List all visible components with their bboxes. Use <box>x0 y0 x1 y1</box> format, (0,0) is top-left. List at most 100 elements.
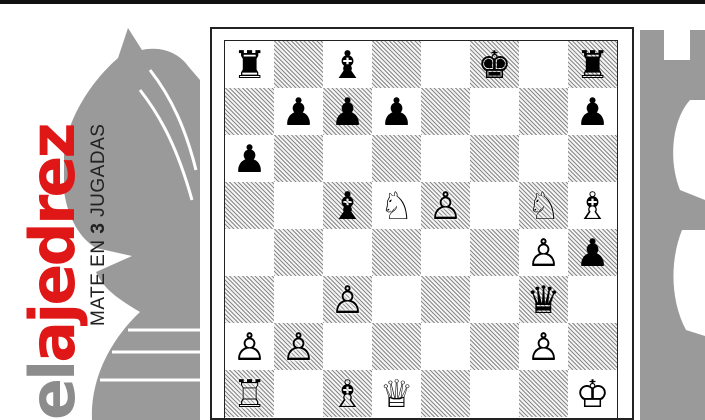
white-pawn-icon[interactable]: ♙ <box>281 328 315 366</box>
square-d1[interactable]: ♕ <box>372 370 421 417</box>
square-c5[interactable]: ♝ <box>323 182 372 229</box>
board-container: ♜ ♝ ♚ ♜ ♟ ♟ ♟ ♟ ♟ ♝ ♘ ♙ ♘ ♗ ♙ ♟ ♙ ♛ ♙ ♙ ♙ ♖ ♗ ♕ ♔ <box>224 40 618 420</box>
white-king-icon[interactable]: ♔ <box>575 375 609 413</box>
subtitle-post: JUGADAS <box>88 124 109 223</box>
white-pawn-icon[interactable]: ♙ <box>428 187 462 225</box>
white-bishop-icon[interactable]: ♗ <box>330 375 364 413</box>
black-pawn-icon[interactable]: ♟ <box>330 93 364 131</box>
square-e7[interactable] <box>421 88 470 135</box>
square-b1[interactable] <box>274 370 323 417</box>
black-queen-icon[interactable]: ♛ <box>526 281 560 319</box>
square-f6[interactable] <box>470 135 519 182</box>
black-pawn-icon[interactable]: ♟ <box>379 93 413 131</box>
square-h5[interactable]: ♗ <box>568 182 617 229</box>
square-a8[interactable]: ♜ <box>225 41 274 88</box>
square-c6[interactable] <box>323 135 372 182</box>
square-h3[interactable] <box>568 276 617 323</box>
square-e2[interactable] <box>421 323 470 370</box>
square-e3[interactable] <box>421 276 470 323</box>
black-pawn-icon[interactable]: ♟ <box>575 234 609 272</box>
square-f3[interactable] <box>470 276 519 323</box>
black-rook-icon[interactable]: ♜ <box>232 46 266 84</box>
square-g7[interactable] <box>519 88 568 135</box>
square-h7[interactable]: ♟ <box>568 88 617 135</box>
square-a1[interactable]: ♖ <box>225 370 274 417</box>
square-f5[interactable] <box>470 182 519 229</box>
square-g3[interactable]: ♛ <box>519 276 568 323</box>
square-a2[interactable]: ♙ <box>225 323 274 370</box>
square-b5[interactable] <box>274 182 323 229</box>
square-b4[interactable] <box>274 229 323 276</box>
square-d8[interactable] <box>372 41 421 88</box>
square-c7[interactable]: ♟ <box>323 88 372 135</box>
square-a3[interactable] <box>225 276 274 323</box>
black-pawn-icon[interactable]: ♟ <box>281 93 315 131</box>
white-pawn-icon[interactable]: ♙ <box>330 281 364 319</box>
brand-vertical: elajedrez MATE EN 3 JUGADAS <box>0 0 120 420</box>
black-bishop-icon[interactable]: ♝ <box>330 46 364 84</box>
square-b6[interactable] <box>274 135 323 182</box>
subtitle-pre: MATE EN <box>88 234 109 326</box>
square-d5[interactable]: ♘ <box>372 182 421 229</box>
square-c3[interactable]: ♙ <box>323 276 372 323</box>
square-f7[interactable] <box>470 88 519 135</box>
black-bishop-icon[interactable]: ♝ <box>330 187 364 225</box>
square-b7[interactable]: ♟ <box>274 88 323 135</box>
square-a5[interactable] <box>225 182 274 229</box>
square-c1[interactable]: ♗ <box>323 370 372 417</box>
white-knight-icon[interactable]: ♘ <box>379 187 413 225</box>
square-d6[interactable] <box>372 135 421 182</box>
brand-title: elajedrez <box>22 125 84 420</box>
square-d3[interactable] <box>372 276 421 323</box>
square-f2[interactable] <box>470 323 519 370</box>
brand-prefix: el <box>16 363 89 420</box>
square-g8[interactable] <box>519 41 568 88</box>
subtitle-number: 3 <box>88 223 109 234</box>
square-c8[interactable]: ♝ <box>323 41 372 88</box>
square-b8[interactable] <box>274 41 323 88</box>
square-e4[interactable] <box>421 229 470 276</box>
square-c4[interactable] <box>323 229 372 276</box>
black-king-icon[interactable]: ♚ <box>477 46 511 84</box>
square-a7[interactable] <box>225 88 274 135</box>
square-h2[interactable] <box>568 323 617 370</box>
square-c2[interactable] <box>323 323 372 370</box>
square-g4[interactable]: ♙ <box>519 229 568 276</box>
square-e5[interactable]: ♙ <box>421 182 470 229</box>
square-h4[interactable]: ♟ <box>568 229 617 276</box>
square-h1[interactable]: ♔ <box>568 370 617 417</box>
brand-word: ajedrez <box>16 125 89 362</box>
black-pawn-icon[interactable]: ♟ <box>575 93 609 131</box>
square-h6[interactable] <box>568 135 617 182</box>
square-g2[interactable]: ♙ <box>519 323 568 370</box>
square-d4[interactable] <box>372 229 421 276</box>
square-a4[interactable] <box>225 229 274 276</box>
square-d2[interactable] <box>372 323 421 370</box>
square-d7[interactable]: ♟ <box>372 88 421 135</box>
brand-subtitle: MATE EN 3 JUGADAS <box>88 124 110 326</box>
square-f4[interactable] <box>470 229 519 276</box>
square-b2[interactable]: ♙ <box>274 323 323 370</box>
rook-silhouette-icon <box>640 30 705 420</box>
white-pawn-icon[interactable]: ♙ <box>526 234 560 272</box>
white-pawn-icon[interactable]: ♙ <box>526 328 560 366</box>
square-a6[interactable]: ♟ <box>225 135 274 182</box>
square-e1[interactable] <box>421 370 470 417</box>
white-rook-icon[interactable]: ♖ <box>232 375 266 413</box>
square-e8[interactable] <box>421 41 470 88</box>
black-pawn-icon[interactable]: ♟ <box>232 140 266 178</box>
square-e6[interactable] <box>421 135 470 182</box>
white-knight-icon[interactable]: ♘ <box>526 187 560 225</box>
black-rook-icon[interactable]: ♜ <box>575 46 609 84</box>
square-b3[interactable] <box>274 276 323 323</box>
white-bishop-icon[interactable]: ♗ <box>575 187 609 225</box>
chess-board: ♜ ♝ ♚ ♜ ♟ ♟ ♟ ♟ ♟ ♝ ♘ ♙ ♘ ♗ ♙ ♟ ♙ ♛ ♙ ♙ ♙ ♖ ♗ ♕ ♔ <box>225 41 617 417</box>
square-f8[interactable]: ♚ <box>470 41 519 88</box>
square-g6[interactable] <box>519 135 568 182</box>
square-g5[interactable]: ♘ <box>519 182 568 229</box>
square-g1[interactable] <box>519 370 568 417</box>
square-h8[interactable]: ♜ <box>568 41 617 88</box>
white-queen-icon[interactable]: ♕ <box>379 375 413 413</box>
white-pawn-icon[interactable]: ♙ <box>232 328 266 366</box>
square-f1[interactable] <box>470 370 519 417</box>
